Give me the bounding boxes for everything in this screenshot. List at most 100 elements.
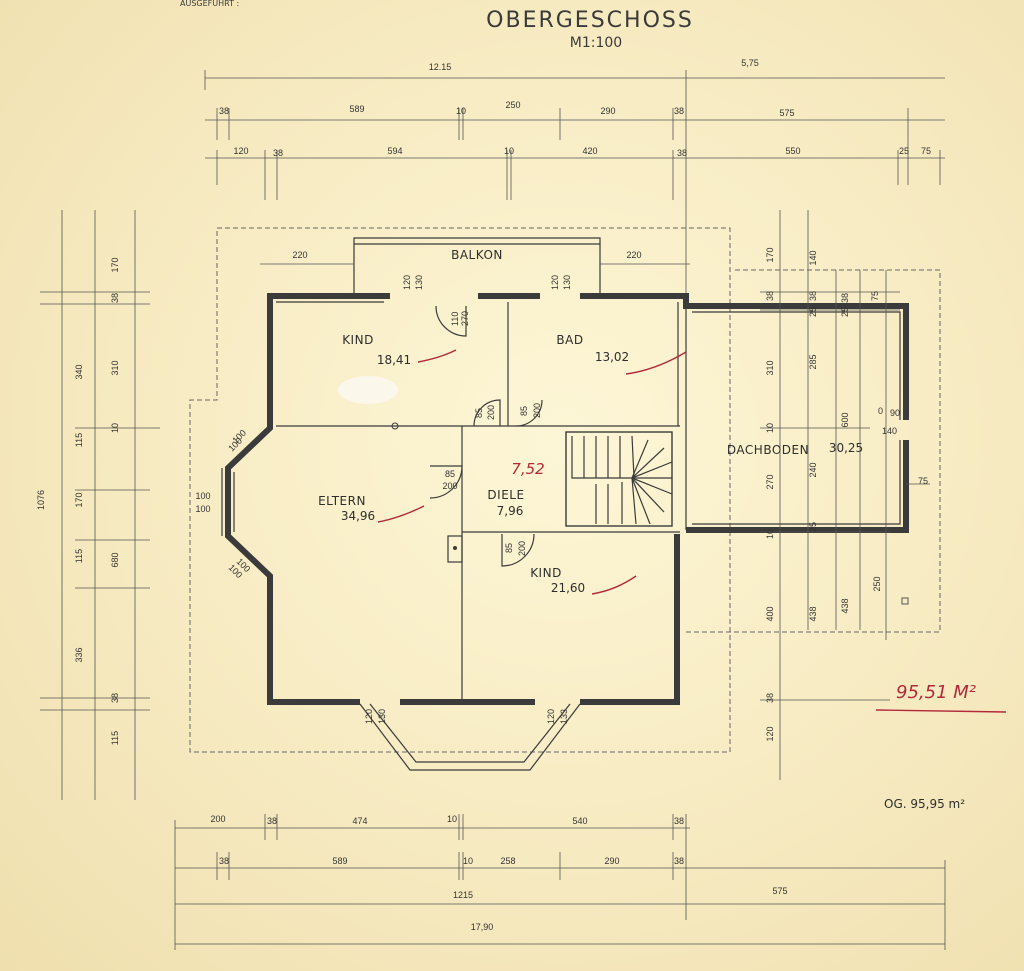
dim-bot-r2-5: 38 [674,856,684,866]
dim-total-right: 5,75 [741,58,759,68]
dim-d3: 85 [519,406,529,416]
room-label-kind-2: KIND [530,566,562,580]
dim-top-r2-2: 594 [387,146,402,156]
dim-attic-25: 25 [840,307,850,317]
dim-left-7: 38 [110,693,120,703]
dim-right2-3: 285 [808,354,818,369]
dim-attic-w2: 140 [882,426,897,436]
room-area-eltern: 34,96 [341,509,375,523]
dim-attic-75b: 75 [918,476,928,486]
dim-right2-5: 240 [808,462,818,477]
dim-top-r2-5: 38 [677,148,687,158]
dim-bot-r1-3: 10 [447,814,457,824]
room-label-dachboden: DACHBODEN [727,443,809,457]
dim-left-inner-0: 310 [110,360,120,375]
dim-bot-w1b: 130 [377,709,387,724]
dim-top-r2-4: 420 [582,146,597,156]
dim-left-1: 38 [110,293,120,303]
dim-top-r2-8: 75 [921,146,931,156]
stamp-text: AUSGEFÜHRT : [180,0,239,8]
chimney-mark [901,597,909,605]
dim-bot-r1-1: 38 [267,816,277,826]
room-label-bad: BAD [556,333,583,347]
dim-right-0: 170 [765,247,775,262]
dim-left-total: 1076 [36,490,46,510]
scale-label: M1:100 [570,35,622,51]
dim-top-r2-3: 10 [504,146,514,156]
dim-bot-w1: 120 [364,709,374,724]
handwritten-total-area: 95,51 M² [896,682,976,703]
dim-right-1: 38 [765,291,775,301]
room-area-dachboden: 30,25 [829,441,863,455]
eraser-smudge [338,376,398,404]
dim-attic-w: 90 [890,408,900,418]
dim-top-r1-5: 38 [674,106,684,116]
dim-right2-6: 25 [808,522,818,532]
dim-right2-4: 600 [840,412,850,427]
dim-right2-8: 438 [840,598,850,613]
dim-d4b: 200 [442,481,457,491]
dim-right2-9: 250 [872,576,882,591]
room-label-balkon: BALKON [451,248,503,262]
dim-bot-r3-0: 1215 [453,890,473,900]
dim-total-left: 12.15 [429,62,452,72]
dim-left-inner-2: 680 [110,552,120,567]
dim-bot-r2-3: 258 [500,856,515,866]
dim-left-3: 115 [74,433,84,447]
dim-top-r2-1: 38 [273,148,283,158]
dim-attic-38: 38 [840,293,850,303]
dim-d2: 85 [474,408,484,418]
dim-top-r1-1: 589 [349,104,364,114]
dim-bot-w2b: 133 [559,709,569,724]
dim-left-inner-1: 10 [110,423,120,433]
dim-balcony-right: 220 [626,250,641,260]
bay-window [221,468,235,536]
dim-right2-7: 438 [808,606,818,621]
room-label-diele: DIELE [487,488,524,502]
staircase [565,431,673,527]
top-dimensions [204,70,945,300]
dim-bot-r3-1: 575 [772,886,787,896]
door-swings [429,305,543,567]
dim-d1b: 270 [460,311,470,326]
dim-bot-w2: 120 [546,709,556,724]
room-area-diele: 7,96 [497,504,524,518]
dim-right-4: 270 [765,474,775,489]
dim-left-8: 115 [110,731,120,745]
dim-w2: 120 [550,275,560,290]
dim-bot-r1-4: 540 [572,816,587,826]
dim-w1: 120 [402,275,412,290]
dim-top-r1-2: 10 [456,106,466,116]
dim-bot-r2-4: 290 [604,856,619,866]
dim-d1: 110 [450,312,460,326]
bottom-dimensions [174,814,946,950]
room-area-kind-1: 18,41 [377,353,411,367]
dim-w2b: 130 [562,275,572,290]
dim-left-5: 115 [74,549,84,563]
dim-right-7: 38 [765,693,775,703]
dim-left-6: 336 [74,647,84,662]
handwritten-diele-area: 7,52 [511,460,544,478]
dim-right-6: 400 [765,606,775,621]
dim-right2-1: 38 [808,291,818,301]
dim-balcony-left: 220 [292,250,307,260]
dim-left-2: 340 [74,364,84,379]
dim-bay-0: 100 [195,491,210,501]
attic-window-symbol: 0 [878,406,883,416]
dim-bot-r1-2: 474 [352,816,367,826]
dim-left-0: 170 [110,257,120,272]
roof-overhang [189,227,941,753]
dim-right-5: 10 [765,529,775,539]
dim-d5b: 200 [517,541,527,556]
dim-w1b: 130 [414,275,424,290]
dim-top-r2-0: 120 [233,146,248,156]
left-dimensions [40,210,160,800]
dim-right-8: 120 [765,726,775,741]
dim-bot-r2-2: 10 [463,856,473,866]
dim-top-r2-7: 25 [899,146,909,156]
dim-d3b: 200 [532,403,542,418]
dim-right2-2: 25 [808,307,818,317]
dim-d4: 85 [445,469,455,479]
dim-right-2: 310 [765,360,775,375]
